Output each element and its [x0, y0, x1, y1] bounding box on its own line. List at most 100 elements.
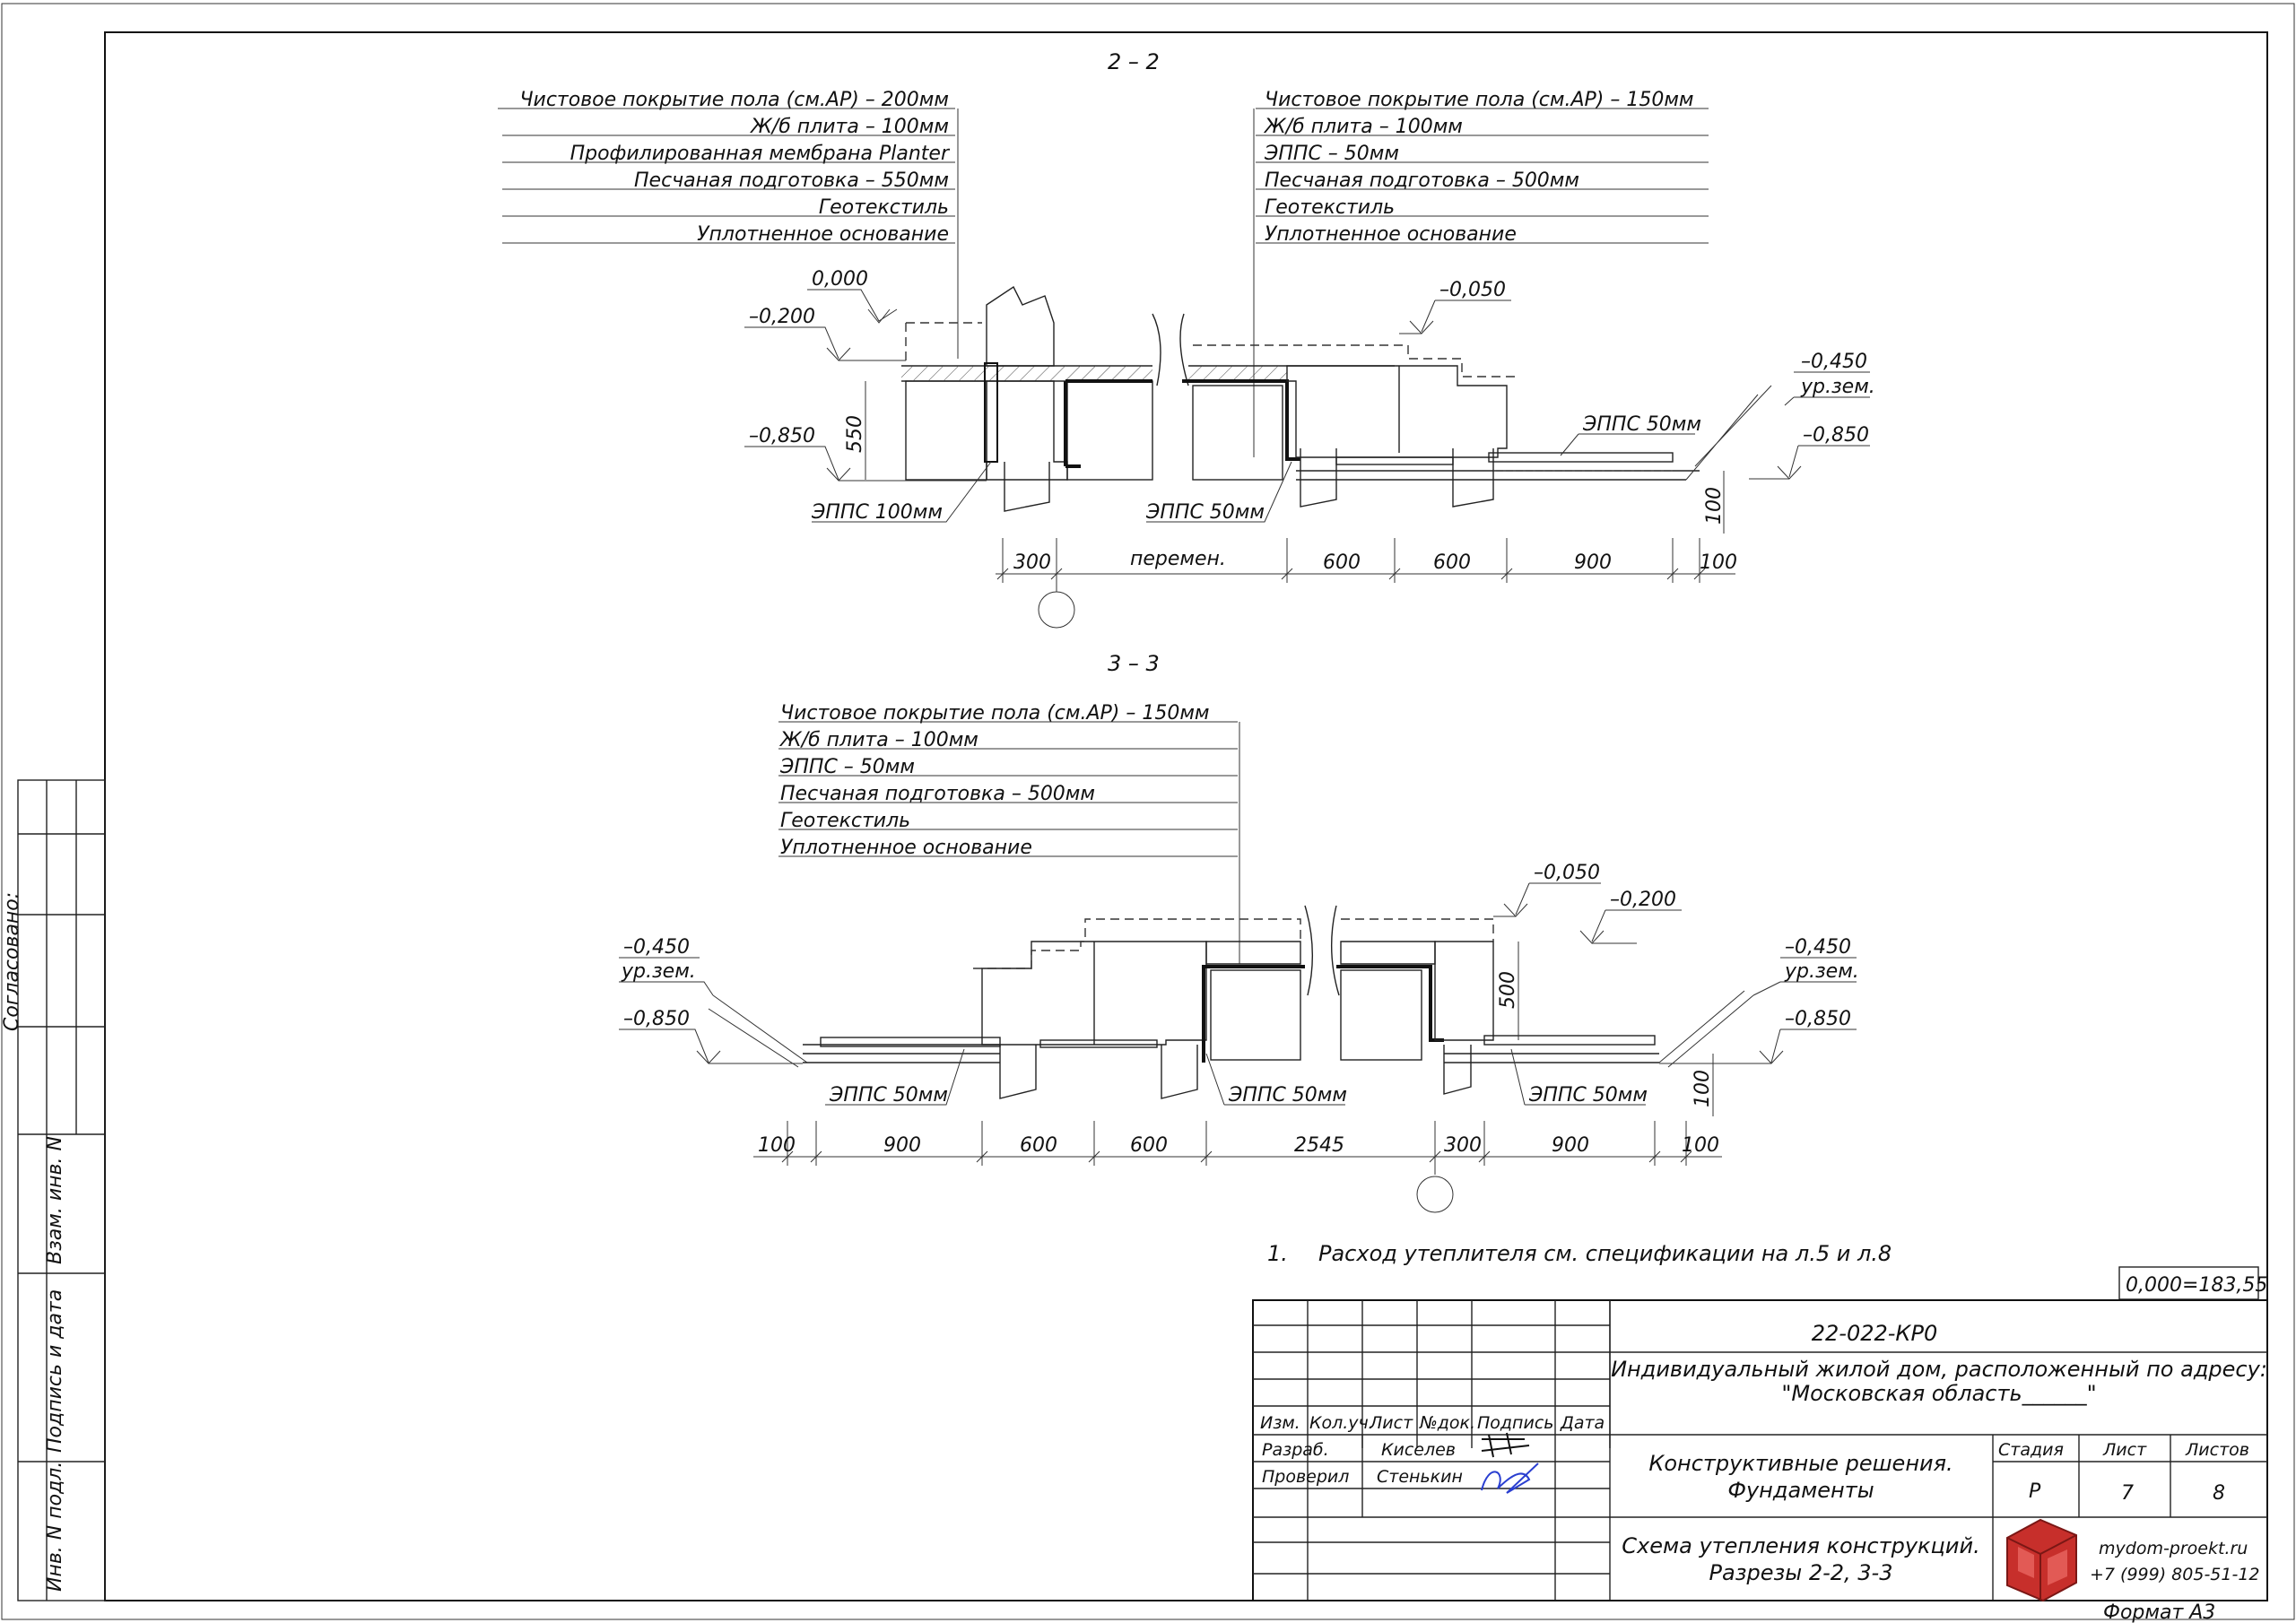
layer-left-1: Чистовое покрытие пола (см.АР) – 200мм	[519, 89, 949, 111]
axis-bubble-3-3	[1416, 1176, 1454, 1213]
sheets-header: Листов	[2185, 1440, 2249, 1460]
sheet-header: Лист	[2102, 1440, 2147, 1460]
dims-2-2: 300 перемен. 600 600 900 100	[996, 538, 1737, 629]
epps-33-label-b: ЭППС 50мм	[1228, 1084, 1347, 1107]
layer-right-2: Ж/б плита – 100мм	[1263, 116, 1463, 138]
project-line-1: Индивидуальный жилой дом, расположенный …	[1611, 1357, 2267, 1382]
col-podpis: Подпись	[1477, 1413, 1553, 1433]
signature-stenkin	[1481, 1462, 1539, 1494]
title-block: Изм. Кол.уч. Лист №док. Подпись Дата Раз…	[1252, 1299, 2268, 1602]
project-code: 22-022-КР0	[1812, 1321, 1937, 1346]
level-33-0450-right: –0,450	[1785, 936, 1851, 959]
dims-3-3: 100 900 600 600 2545 300 900 100	[753, 1121, 1722, 1213]
epps-33-label-a: ЭППС 50мм	[829, 1084, 948, 1107]
name-kiselev: Киселев	[1381, 1440, 1456, 1460]
dim-2-2-100: 100	[1700, 551, 1737, 574]
level-0200: –0,200	[749, 306, 815, 328]
section-line-2: Фундаменты	[1727, 1478, 1874, 1503]
layer-right-4: Песчаная подготовка – 500мм	[1265, 169, 1579, 192]
dim-33-600b: 600	[1130, 1134, 1168, 1157]
dim-33-2545: 2545	[1294, 1134, 1344, 1157]
layer-left-3: Профилированная мембрана Planter	[570, 143, 951, 165]
epps-100-label: ЭППС 100мм	[811, 501, 943, 524]
dim-2-2-900: 900	[1574, 551, 1612, 574]
level-33-0200: –0,200	[1610, 889, 1676, 911]
dim-2-2-var: перемен.	[1130, 548, 1226, 570]
dim-33-100a: 100	[758, 1134, 796, 1157]
company-logo	[2006, 1518, 2077, 1602]
signature-kiselev	[1481, 1432, 1530, 1458]
layer-33-3: ЭППС – 50мм	[779, 756, 915, 778]
role-proveril: Проверил	[1262, 1467, 1349, 1487]
layer-left-2: Ж/б плита – 100мм	[749, 116, 949, 138]
layer-left-6: Уплотненное основание	[697, 223, 949, 246]
layer-33-4: Песчаная подготовка – 500мм	[780, 783, 1095, 805]
elevation-reference: 0,000=183,55	[2118, 1266, 2267, 1300]
layer-33-5: Геотекстиль	[780, 810, 910, 832]
stage-header: Стадия	[1998, 1440, 2064, 1460]
layer-right-5: Геотекстиль	[1265, 196, 1395, 219]
level-33-0450-left: –0,450	[623, 936, 690, 959]
section-2-2-title: 2 – 2	[1108, 49, 1160, 74]
layer-left-4: Песчаная подготовка – 550мм	[634, 169, 949, 192]
layer-33-1: Чистовое покрытие пола (см.АР) – 150мм	[780, 702, 1210, 725]
level-0050: –0,050	[1439, 279, 1506, 301]
level-33-0850-right: –0,850	[1785, 1008, 1851, 1030]
epps-50-label-b: ЭППС 50мм	[1582, 413, 1701, 436]
col-izm: Изм.	[1260, 1413, 1300, 1433]
dim-2-2-300: 300	[1013, 551, 1051, 574]
level-0850: –0,850	[749, 425, 815, 447]
side-stamp: Согласовано: Взам. инв. N Подпись и дата…	[1, 779, 106, 1601]
level-0000: 0,000	[812, 268, 868, 291]
layer-list-3-3: Чистовое покрытие пола (см.АР) – 150мм Ж…	[778, 702, 1240, 964]
format-label: Формат А3	[2103, 1601, 2215, 1623]
drawing-line-2: Разрезы 2-2, 3-3	[1709, 1560, 1893, 1585]
sign-date-label: Подпись и дата	[44, 1289, 66, 1453]
height-500: 500	[1497, 971, 1519, 1009]
epps-50-label-a: ЭППС 50мм	[1145, 501, 1265, 524]
level-0850-right: –0,850	[1803, 424, 1869, 447]
dim-33-900b: 900	[1552, 1134, 1589, 1157]
sheets-value: 8	[2213, 1482, 2225, 1505]
inv-vzam-label: Взам. инв. N	[44, 1136, 66, 1264]
company-site: mydom-proekt.ru	[2099, 1539, 2248, 1558]
levels-left-2-2: 0,000 –0,200 –0,850 550 ЭППС 100мм ЭППС …	[744, 268, 1292, 524]
epps-33-label-c: ЭППС 50мм	[1528, 1084, 1648, 1107]
dim-33-100b: 100	[1682, 1134, 1719, 1157]
layer-list-left: Чистовое покрытие пола (см.АР) – 200мм Ж…	[498, 89, 959, 359]
name-stenkin: Стенькин	[1377, 1467, 1463, 1487]
layer-list-right: Чистовое покрытие пола (см.АР) – 150мм Ж…	[1253, 89, 1709, 457]
layer-33-6: Уплотненное основание	[780, 837, 1032, 859]
axis-bubble-2-2	[1038, 591, 1075, 629]
outer-border	[1, 3, 2295, 1620]
ground-level-33-left: ур.зем.	[621, 960, 696, 983]
level-33-0050: –0,050	[1534, 862, 1600, 884]
dim-33-600a: 600	[1020, 1134, 1057, 1157]
agreed-label: Согласовано:	[1, 892, 23, 1031]
inv-podl-label: Инв. N подл.	[44, 1462, 66, 1592]
section-3-3: 3 – 3 Чистовое покрытие пола (см.АР) – 1…	[619, 651, 1859, 1213]
dim-2-2-600a: 600	[1323, 551, 1361, 574]
levels-right-2-2: –0,050 –0,450 ур.зем. –0,850 ЭППС 50мм 1…	[1399, 279, 1875, 534]
layer-right-3: ЭППС – 50мм	[1264, 143, 1399, 165]
dim-33-300: 300	[1444, 1134, 1482, 1157]
section-3-3-drawing	[708, 905, 1754, 1099]
col-kolch: Кол.уч.	[1309, 1413, 1374, 1433]
height-100-2-2: 100	[1703, 487, 1726, 525]
dim-33-900a: 900	[883, 1134, 921, 1157]
role-razrab: Разраб.	[1262, 1440, 1329, 1460]
col-ndok: №док.	[1419, 1413, 1475, 1433]
height-100-3-3: 100	[1692, 1070, 1714, 1107]
layer-left-5: Геотекстиль	[819, 196, 949, 219]
ground-level-33-right: ур.зем.	[1784, 960, 1859, 983]
height-550: 550	[844, 415, 866, 453]
section-2-2: 2 – 2 Чистовое покрытие пола (см.АР) – 2…	[498, 49, 1875, 629]
sheet-value: 7	[2121, 1482, 2134, 1505]
elevation-reference-text: 0,000=183,55	[2126, 1274, 2267, 1297]
project-line-2: "Московская область______"	[1781, 1381, 2096, 1406]
section-3-3-title: 3 – 3	[1108, 651, 1160, 676]
col-data: Дата	[1560, 1413, 1605, 1433]
layer-right-6: Уплотненное основание	[1265, 223, 1517, 246]
level-33-0850-left: –0,850	[623, 1008, 690, 1030]
